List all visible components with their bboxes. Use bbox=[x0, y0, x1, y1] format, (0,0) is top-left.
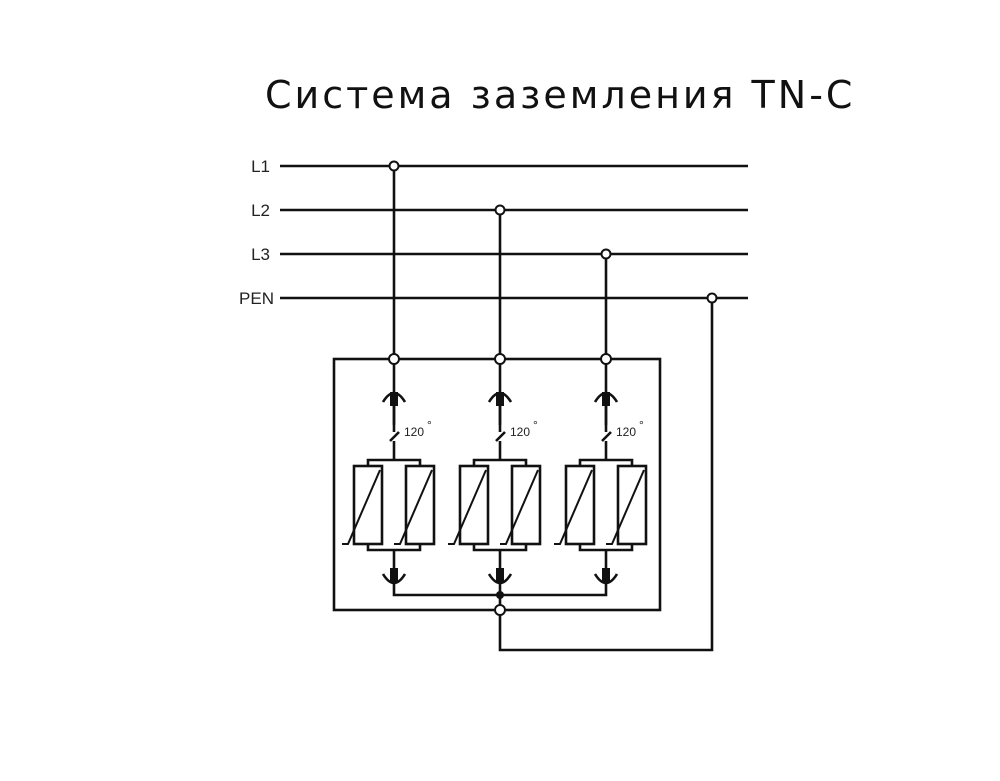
conductor-label-pen: PEN bbox=[239, 289, 274, 308]
bus-lines bbox=[280, 164, 748, 300]
junction-dot bbox=[496, 591, 504, 599]
degree-mark: ° bbox=[427, 418, 432, 432]
diagram-title: Система заземления TN-C bbox=[265, 73, 855, 117]
terminal-cup-icon bbox=[381, 573, 407, 585]
conductor-label-l3: L3 bbox=[251, 245, 270, 264]
fuse-icon bbox=[390, 568, 398, 582]
tap-wires bbox=[392, 166, 714, 652]
varistor-icon bbox=[352, 464, 384, 546]
connection-points bbox=[388, 160, 718, 616]
fuse-icon bbox=[390, 392, 398, 406]
spd-module-l1: 120 ° bbox=[342, 359, 436, 585]
spd-modules: 120 ° 120 ° bbox=[342, 359, 648, 585]
spd-module-l2: 120 ° bbox=[448, 359, 542, 585]
degree-mark: ° bbox=[639, 418, 644, 432]
angle-label: 120 bbox=[404, 425, 424, 439]
angle-label: 120 bbox=[510, 425, 530, 439]
conductor-label-l2: L2 bbox=[251, 201, 270, 220]
thermal-switch-icon bbox=[389, 431, 400, 442]
degree-mark: ° bbox=[533, 418, 538, 432]
spd-module-l3: 120 ° bbox=[554, 359, 648, 585]
angle-label: 120 bbox=[616, 425, 636, 439]
conductor-label-l1: L1 bbox=[251, 157, 270, 176]
varistor-icon bbox=[404, 464, 436, 546]
